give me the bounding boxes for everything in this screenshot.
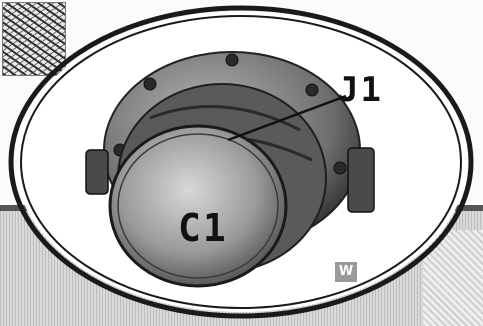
bolt xyxy=(144,78,156,90)
label-c1: C1 xyxy=(178,206,228,250)
bolt xyxy=(334,162,346,174)
mount-lug xyxy=(86,150,108,194)
mount-lug xyxy=(348,148,374,212)
bolt xyxy=(226,54,238,66)
bolt xyxy=(306,84,318,96)
label-j1: J1 xyxy=(338,70,383,110)
watermark-logo: W xyxy=(335,262,357,282)
